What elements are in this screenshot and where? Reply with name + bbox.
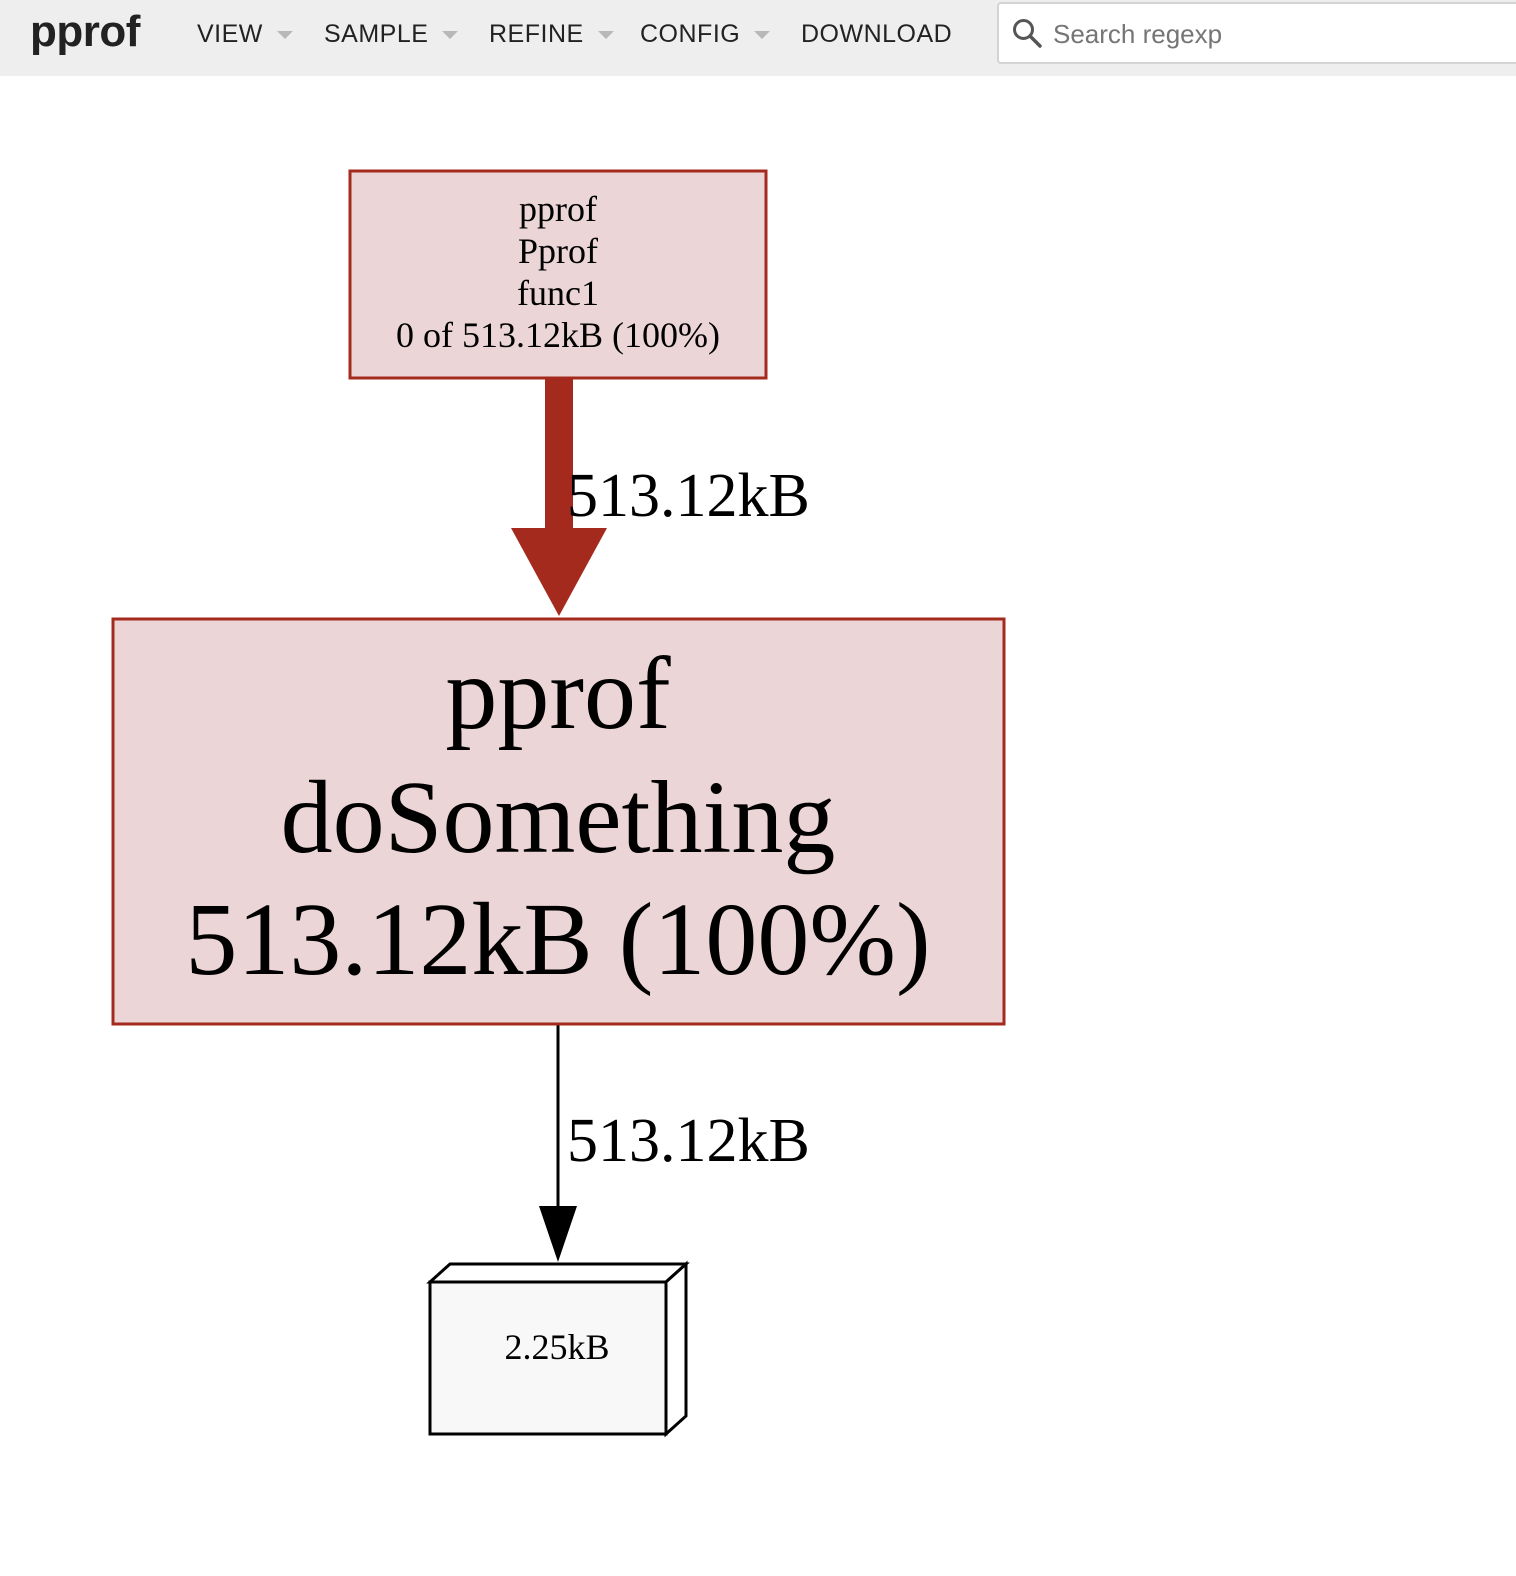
node-border bbox=[348, 169, 768, 380]
node-box bbox=[430, 1282, 666, 1434]
node-box-top bbox=[426, 1262, 690, 1284]
edge-arrowhead bbox=[539, 1206, 577, 1262]
node-label-line: doSomething bbox=[281, 760, 836, 875]
menu-refine[interactable]: REFINE bbox=[489, 16, 614, 52]
node-border bbox=[111, 617, 1006, 1026]
menu-view[interactable]: VIEW bbox=[197, 16, 293, 52]
app-logo[interactable]: pprof bbox=[30, 7, 140, 56]
chevron-down-icon bbox=[442, 31, 459, 39]
node-label-line: 2.25kB bbox=[504, 1327, 609, 1367]
menu-view-label: VIEW bbox=[197, 19, 263, 48]
node-box bbox=[350, 171, 766, 378]
graph-node-dosomething[interactable]: pprof doSomething 513.12kB (100%) bbox=[111, 617, 1006, 1026]
node-label-line: pprof bbox=[519, 189, 597, 229]
node-label-line: 513.12kB (100%) bbox=[185, 882, 930, 997]
edge-label: 513.12kB bbox=[567, 462, 810, 530]
graph-edge[interactable]: 513.12kB bbox=[539, 1024, 810, 1262]
call-graph: 513.12kB 513.12kB pprof Pprof func1 0 of… bbox=[111, 169, 1006, 1438]
node-label-line: pprof bbox=[445, 636, 671, 751]
search-box bbox=[997, 2, 1516, 64]
node-box-side bbox=[664, 1260, 688, 1438]
menu-download[interactable]: DOWNLOAD bbox=[801, 16, 952, 52]
menu-sample-label: SAMPLE bbox=[324, 19, 429, 48]
menu-config-label: CONFIG bbox=[640, 19, 741, 48]
menu-refine-label: REFINE bbox=[489, 19, 584, 48]
menu-config[interactable]: CONFIG bbox=[640, 16, 771, 52]
graph-edge[interactable]: 513.12kB bbox=[511, 378, 810, 616]
menu-download-label: DOWNLOAD bbox=[801, 19, 953, 48]
chevron-down-icon bbox=[597, 31, 614, 39]
edge-arrowhead bbox=[511, 528, 607, 616]
search-icon bbox=[1013, 19, 1042, 48]
search-input[interactable] bbox=[1053, 12, 1493, 56]
graph-node-func1[interactable]: pprof Pprof func1 0 of 513.12kB (100%) bbox=[348, 169, 768, 380]
top-bar: pprof VIEW SAMPLE REFINE CONFIG DOWNLOAD bbox=[0, 0, 1516, 76]
node-border bbox=[428, 1280, 668, 1436]
node-label-line: func1 bbox=[517, 273, 599, 313]
graph-node-alloc[interactable]: 2.25kB bbox=[426, 1260, 690, 1438]
chevron-down-icon bbox=[754, 31, 771, 39]
edge-label: 513.12kB bbox=[567, 1107, 810, 1175]
node-label-line: 0 of 513.12kB (100%) bbox=[396, 315, 720, 355]
menu-sample[interactable]: SAMPLE bbox=[324, 16, 459, 52]
chevron-down-icon bbox=[276, 31, 293, 39]
node-label-line: Pprof bbox=[518, 231, 598, 271]
edge-line bbox=[545, 378, 573, 533]
node-box bbox=[113, 619, 1004, 1024]
